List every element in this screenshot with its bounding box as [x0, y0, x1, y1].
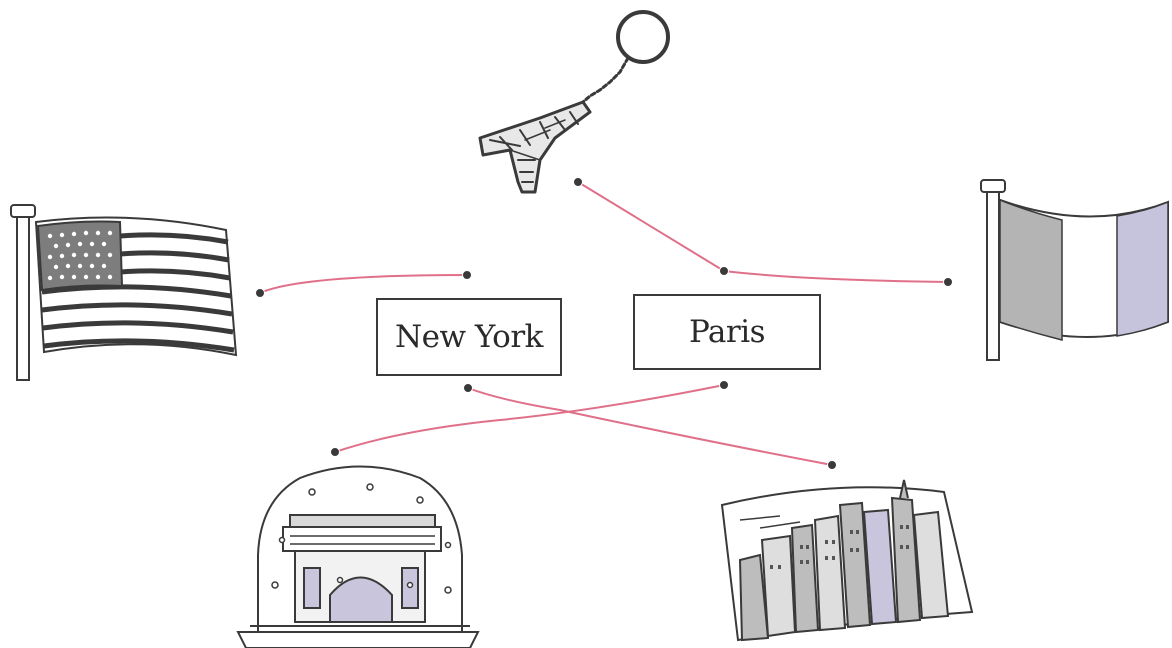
connector-line-paris-to-france-flag	[723, 270, 949, 283]
eiffel-tower-keychain-icon	[478, 10, 670, 194]
new-york-label-box: New York	[376, 298, 562, 376]
dot-paris-top	[719, 266, 729, 276]
paris-label-box: Paris	[633, 294, 821, 370]
connector-line-eiffel-to-paris	[577, 181, 725, 272]
dot-usa-flag	[255, 288, 265, 298]
dot-paris-bottom	[719, 380, 729, 390]
dot-france-flag	[943, 277, 953, 287]
dot-postcard	[827, 460, 837, 470]
connector-line-paris-to-snow-globe	[334, 384, 725, 453]
new-york-label: New York	[395, 319, 543, 355]
connector-line-new-york-to-postcard	[467, 387, 833, 466]
connector-line-usa-flag-to-new-york	[259, 274, 468, 294]
arc-de-triomphe-snow-globe-icon	[236, 465, 480, 648]
new-york-skyline-postcard-icon	[720, 479, 974, 642]
connector-lines	[259, 181, 949, 466]
dot-new-york-top	[462, 270, 472, 280]
usa-flag-icon	[10, 204, 238, 381]
paris-label: Paris	[688, 314, 766, 350]
dot-eiffel	[573, 177, 583, 187]
france-flag-icon	[980, 179, 1169, 361]
dot-snow-globe	[330, 447, 340, 457]
dot-new-york-bottom	[463, 383, 473, 393]
connector-dots	[255, 177, 953, 470]
